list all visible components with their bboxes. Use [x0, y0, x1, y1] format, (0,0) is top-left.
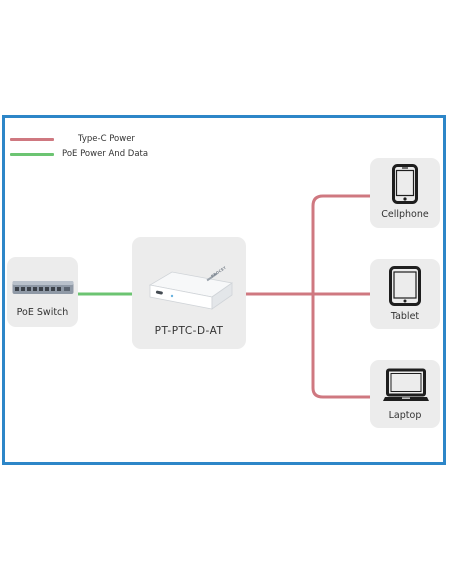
smartphone-icon [392, 164, 418, 204]
node-poe-switch: PoE Switch [7, 257, 78, 327]
cellphone-label: Cellphone [381, 209, 429, 220]
network-switch-icon [12, 281, 74, 294]
legend-item-poe-power-and-data: PoE Power And Data [10, 147, 148, 161]
legend-label: Type-C Power [78, 134, 135, 144]
node-laptop: Laptop [370, 360, 440, 428]
legend-item-type-c-power: Type-C Power [10, 132, 135, 146]
wire-to-laptop [311, 387, 371, 399]
poe-switch-label: PoE Switch [16, 307, 69, 318]
legend-label: PoE Power And Data [62, 149, 149, 159]
poe-to-type-c-adapter-icon [148, 271, 234, 310]
node-tablet: Tablet [370, 259, 440, 329]
legend-swatch [10, 137, 54, 141]
node-converter: PROCET PT-PTC-D-AT [132, 237, 246, 349]
wire-to-cellphone [311, 194, 371, 207]
converter-label: PT-PTC-D-AT [154, 325, 224, 337]
tablet-label: Tablet [390, 311, 420, 322]
laptop-label: Laptop [388, 410, 422, 421]
laptop-icon [383, 368, 429, 401]
node-cellphone: Cellphone [370, 158, 440, 228]
legend-swatch [10, 152, 54, 156]
tablet-icon [389, 266, 421, 306]
